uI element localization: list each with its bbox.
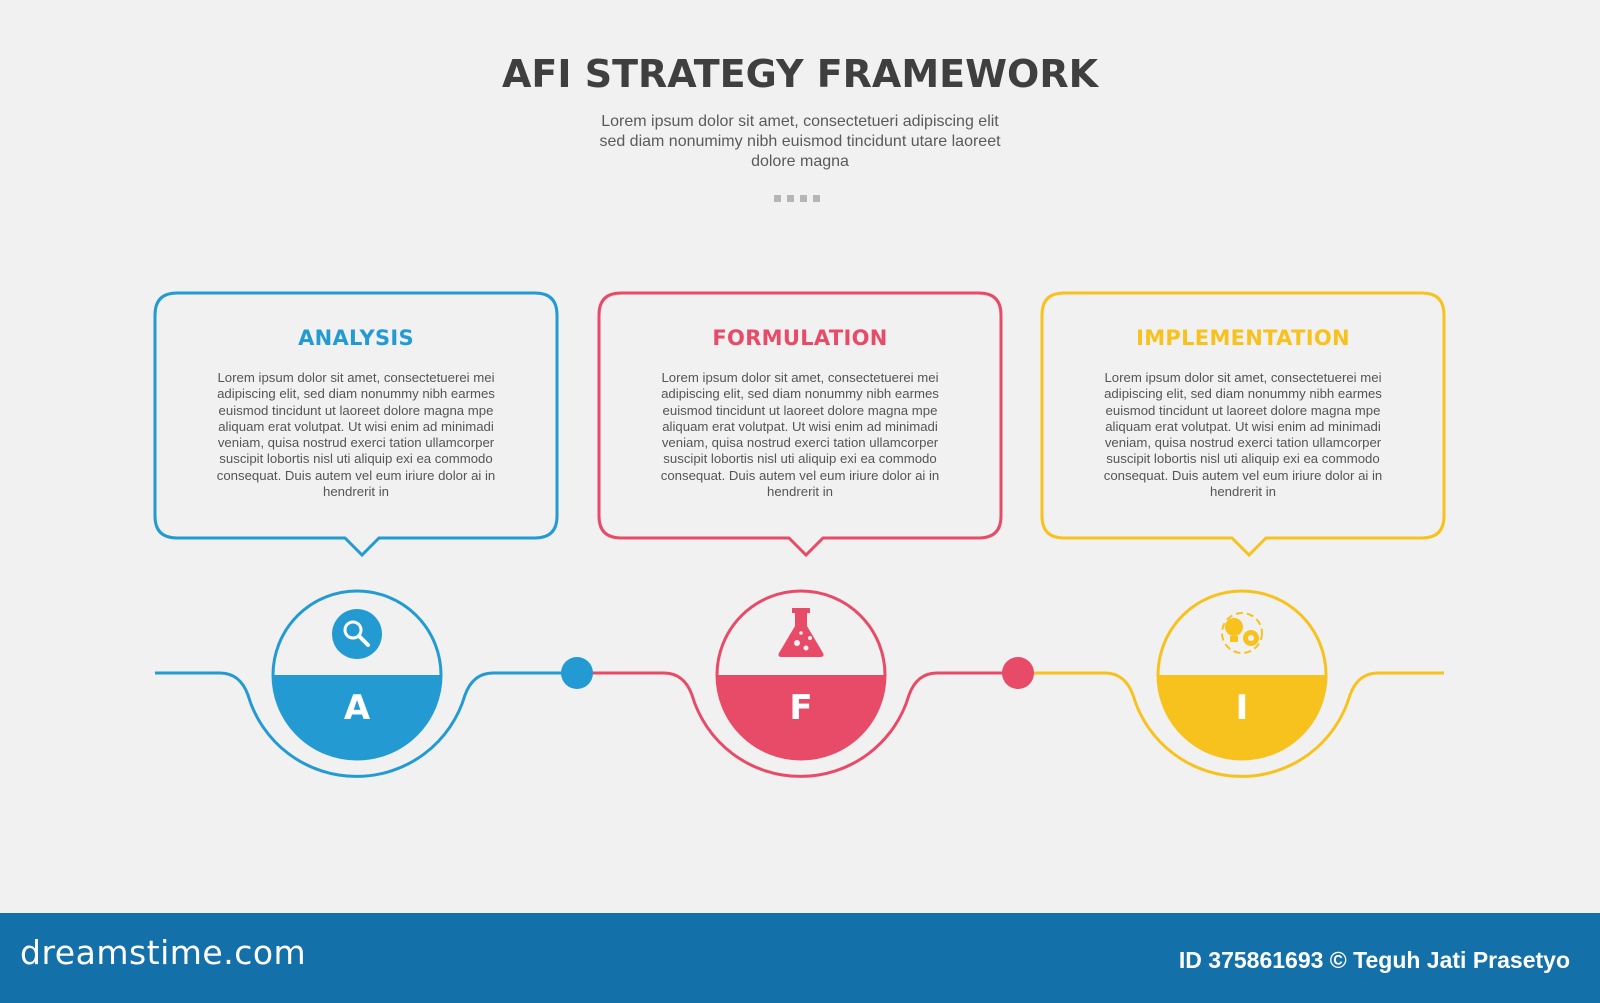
page-subtitle: Lorem ipsum dolor sit amet, consectetuer… [599,113,1001,170]
page-title: AFI STRATEGY FRAMEWORK [501,52,1099,96]
step-letter-analysis: A [343,688,371,728]
card-body-formulation: Lorem ipsum dolor sit amet, consectetuer… [660,370,940,500]
card-body-analysis: Lorem ipsum dolor sit amet, consectetuer… [216,370,496,500]
footer-brand[interactable]: dreamstime.com [20,933,307,972]
card-body-implementation: Lorem ipsum dolor sit amet, consectetuer… [1103,370,1383,500]
timeline-line-formulation [577,671,1018,778]
footer-credit: ID 375861693 © Teguh Jati Prasetyo [1178,947,1570,973]
connector-dot-blue [561,657,593,689]
card-title-analysis: ANALYSIS [298,326,414,350]
timeline-line-implementation [1018,671,1444,778]
callout-box-formulation [597,291,1003,558]
step-circle-implementation [1156,589,1328,761]
timeline-line-analysis [155,671,577,778]
card-formulation: FORMULATION Lorem ipsum dolor sit amet, … [650,326,950,500]
step-letter-formulation: F [789,688,813,728]
card-title-implementation: IMPLEMENTATION [1136,326,1350,350]
step-circle-analysis [271,589,443,761]
step-letter-implementation: I [1235,688,1249,728]
footer-bar: dreamstime.com ID 375861693 © Teguh Jati… [0,913,1600,1003]
card-analysis: ANALYSIS Lorem ipsum dolor sit amet, con… [206,326,506,500]
idea-gear-icon [1221,612,1263,654]
callout-box-analysis [153,291,559,558]
flask-icon [778,608,824,657]
card-title-formulation: FORMULATION [712,326,888,350]
callout-box-implementation [1040,291,1446,558]
connector-dot-red [1002,657,1034,689]
magnifier-icon [332,609,382,659]
card-implementation: IMPLEMENTATION Lorem ipsum dolor sit ame… [1093,326,1393,500]
divider-dots [774,189,826,207]
step-circle-formulation [715,589,887,761]
